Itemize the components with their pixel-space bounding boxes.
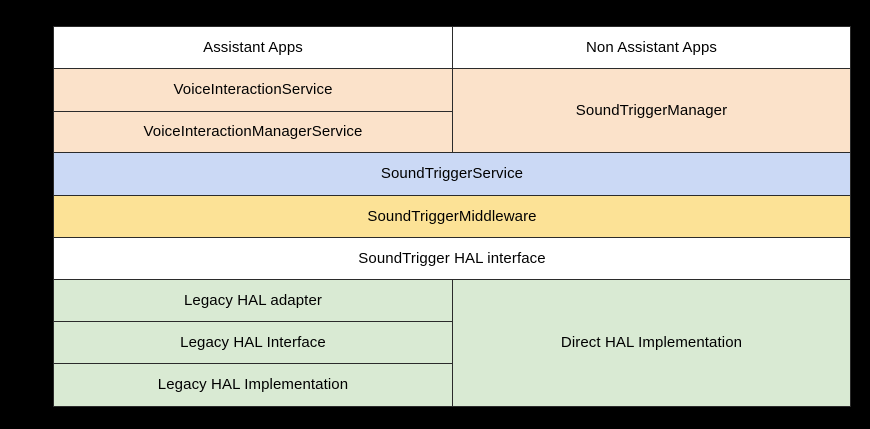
layer-stack-table: Assistant Apps Non Assistant Apps VoiceI… [53,26,851,407]
cell-direct-hal-implementation: Direct HAL Implementation [452,279,851,407]
table-row-sound-trigger-hal-interface: SoundTrigger HAL interface [53,237,851,280]
cell-sound-trigger-middleware: SoundTriggerMiddleware [53,195,851,238]
cell-voice-interaction-manager-service: VoiceInteractionManagerService [53,111,453,153]
table-row-voice-interaction-manager-service: VoiceInteractionManagerService [53,111,851,153]
table-row-headers: Assistant Apps Non Assistant Apps [53,26,851,69]
table-row-sound-trigger-service: SoundTriggerService [53,152,851,196]
table-row-legacy-hal-implementation: Legacy HAL Implementation [53,363,851,407]
cell-sound-trigger-manager: SoundTriggerManager [452,68,851,153]
cell-sound-trigger-service: SoundTriggerService [53,152,851,196]
cell-legacy-hal-adapter: Legacy HAL adapter [53,279,453,322]
cell-voice-interaction-service: VoiceInteractionService [53,68,453,112]
table-row-sound-trigger-middleware: SoundTriggerMiddleware [53,195,851,238]
table-row-voice-interaction-service: VoiceInteractionService SoundTriggerMana… [53,68,851,153]
cell-legacy-hal-interface: Legacy HAL Interface [53,321,453,364]
header-cell-non-assistant-apps: Non Assistant Apps [452,26,851,69]
table-row-legacy-hal-interface: Legacy HAL Interface [53,321,851,364]
cell-sound-trigger-hal-interface: SoundTrigger HAL interface [53,237,851,280]
table-row-legacy-hal-adapter: Legacy HAL adapter Direct HAL Implementa… [53,279,851,407]
header-cell-assistant-apps: Assistant Apps [53,26,453,69]
cell-legacy-hal-implementation: Legacy HAL Implementation [53,363,453,407]
